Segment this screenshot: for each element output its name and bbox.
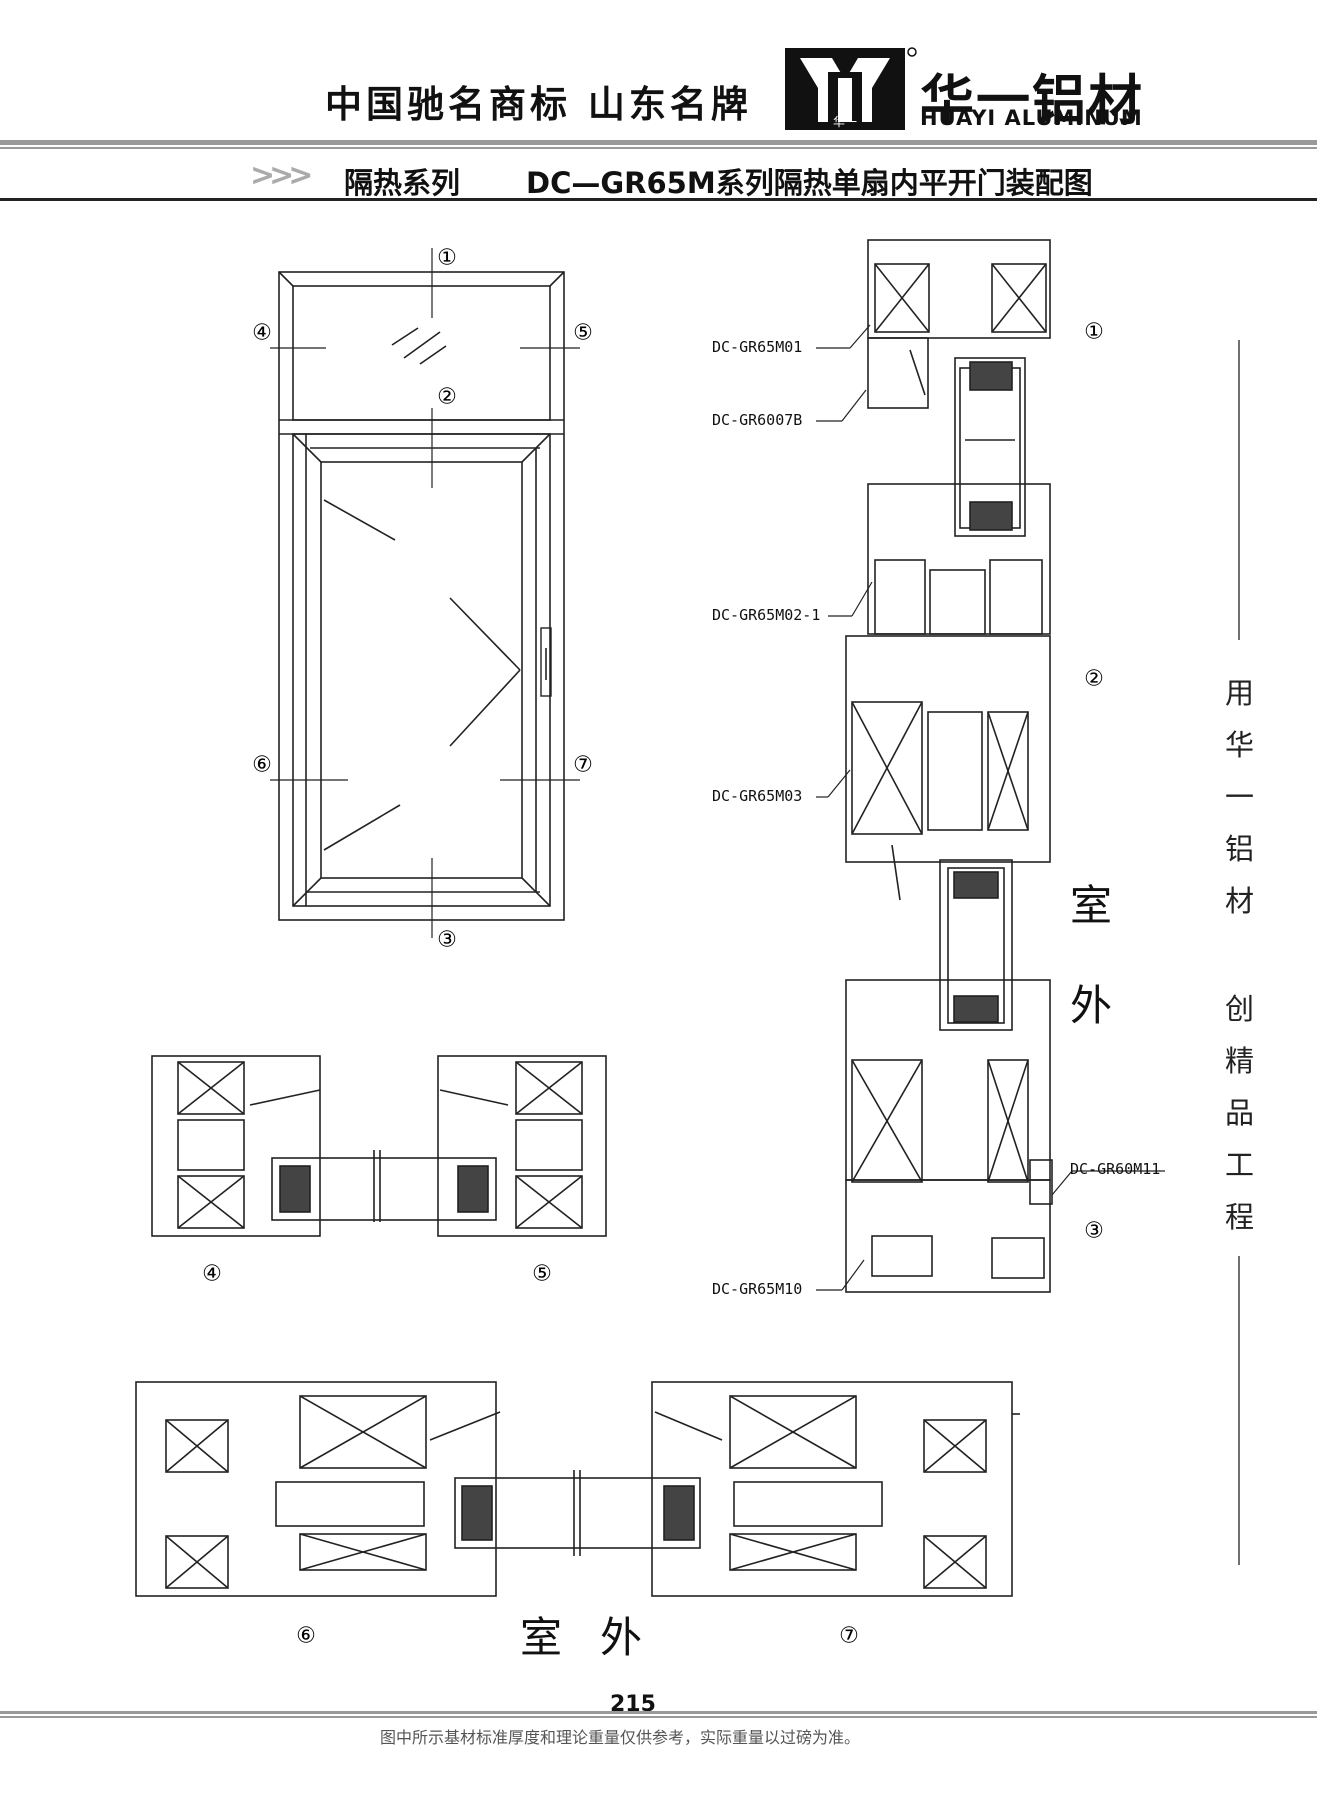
side-slogan-char: 铝	[1225, 832, 1255, 866]
marker-7-elevation: ⑦	[573, 753, 593, 778]
marker-6-section: ⑥	[296, 1624, 316, 1649]
footer-rule-thin	[0, 1716, 1317, 1718]
side-slogan-char: 材	[1225, 884, 1255, 918]
side-slogan-char: 一	[1225, 780, 1255, 814]
bottom-label-wai: 外	[600, 1613, 643, 1662]
part-label-gr65m02-1: DC-GR65M02-1	[712, 606, 821, 624]
side-slogan-char: 华	[1225, 728, 1255, 762]
side-slogan-char: 程	[1225, 1200, 1255, 1234]
marker-4-elevation: ④	[252, 321, 272, 346]
series-name: 隔热系列	[344, 166, 461, 200]
label-outdoor-wai: 外	[1070, 981, 1113, 1030]
part-label-gr65m03: DC-GR65M03	[712, 787, 803, 805]
side-slogan-char: 工	[1225, 1148, 1255, 1182]
part-label-gr60m11: DC-GR60M11	[1070, 1160, 1161, 1178]
marker-1-elevation: ①	[437, 246, 457, 271]
part-label-gr6007b: DC-GR6007B	[712, 411, 803, 429]
label-indoor-shi: 室	[1070, 881, 1113, 930]
bottom-label-shi: 室	[520, 1613, 563, 1662]
header-slogan: 中国驰名商标 山东名牌	[325, 82, 752, 126]
part-label-gr65m01: DC-GR65M01	[712, 338, 803, 356]
marker-7-section: ⑦	[839, 1624, 859, 1649]
marker-3-section: ③	[1084, 1219, 1104, 1244]
marker-1-section: ①	[1084, 320, 1104, 345]
drawing-title: DC—GR65M系列隔热单扇内平开门装配图	[526, 166, 1093, 200]
marker-2-section: ②	[1084, 667, 1104, 692]
header-rule	[0, 140, 1317, 145]
marker-5-section: ⑤	[532, 1262, 552, 1287]
marker-5-elevation: ⑤	[573, 321, 593, 346]
section-4-5-drawing	[151, 1055, 607, 1237]
brand-name-en: HUAYI ALUMINUM	[920, 106, 1143, 130]
footer-note: 图中所示基材标准厚度和理论重量仅供参考，实际重量以过磅为准。	[380, 1728, 861, 1747]
brand-name-cn: 华一铝材	[920, 69, 1144, 132]
side-slogan-char: 用	[1225, 676, 1255, 710]
title-rule	[0, 198, 1317, 201]
marker-2-elevation: ②	[437, 385, 457, 410]
footer-rule	[0, 1711, 1317, 1714]
huayi-logo-icon	[785, 47, 917, 130]
header-rule-thin	[0, 147, 1317, 149]
side-slogan-char: 创	[1225, 992, 1255, 1026]
chevron-arrows-icon: >>>	[250, 158, 313, 193]
marker-4-section: ④	[202, 1262, 222, 1287]
part-leader-lines	[816, 324, 1165, 1291]
marker-6-elevation: ⑥	[252, 753, 272, 778]
vertical-section-drawing	[845, 239, 1053, 1293]
marker-3-elevation: ③	[437, 928, 457, 953]
logo-mark-text: 华一	[833, 115, 857, 129]
section-6-7-drawing	[135, 1381, 1020, 1597]
door-elevation	[270, 248, 580, 938]
part-label-gr65m10: DC-GR65M10	[712, 1280, 803, 1298]
side-slogan-char: 精	[1225, 1044, 1255, 1078]
side-slogan-char: 品	[1225, 1096, 1255, 1130]
